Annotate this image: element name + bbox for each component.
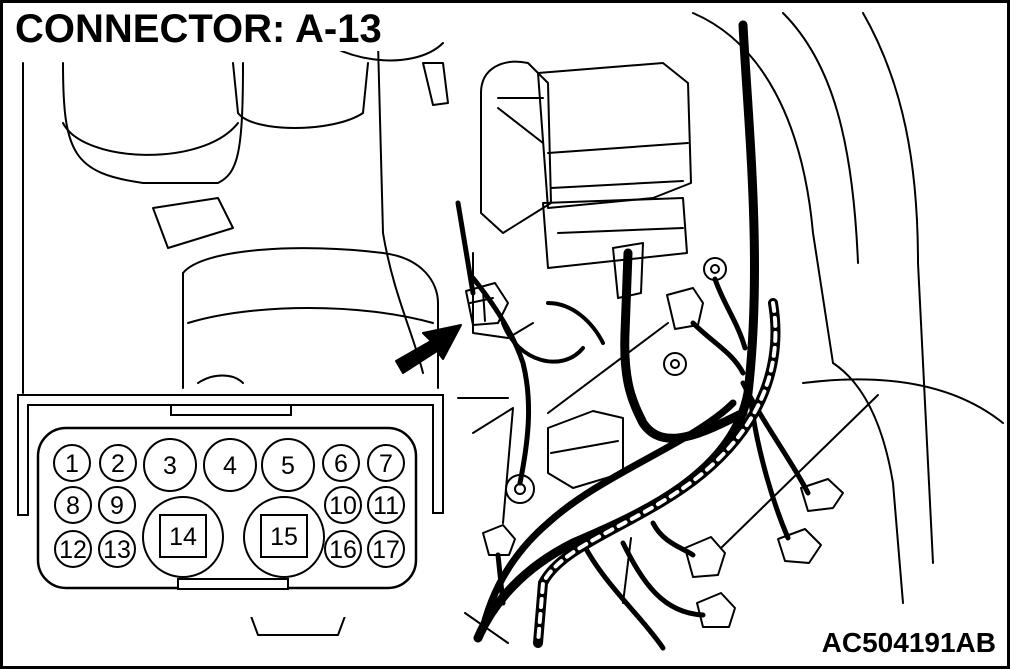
pin-label: 13 bbox=[103, 536, 131, 564]
arrow-icon bbox=[395, 324, 462, 374]
pin-label: 3 bbox=[163, 452, 177, 480]
pin-label: 9 bbox=[110, 492, 124, 520]
pin-label: 16 bbox=[329, 536, 357, 564]
pin-label: 12 bbox=[59, 536, 87, 564]
pin-label: 17 bbox=[372, 536, 400, 564]
pin-label: 7 bbox=[379, 450, 393, 478]
pin-label: 5 bbox=[281, 452, 295, 480]
pin-label: 1 bbox=[65, 450, 79, 478]
pin-label: 11 bbox=[373, 492, 399, 520]
engine-bay-illustration: 1 2 3 4 5 6 7 8 9 10 11 12 13 14 15 16 1… bbox=[17, 12, 1004, 651]
connector-face: 1 2 3 4 5 6 7 8 9 10 11 12 13 14 15 16 1… bbox=[17, 394, 444, 617]
pin-label: 6 bbox=[334, 450, 348, 478]
figure-code: AC504191AB bbox=[818, 628, 999, 658]
pin-label: 2 bbox=[111, 450, 125, 478]
pin-label: 4 bbox=[223, 452, 237, 480]
pin-label: 15 bbox=[270, 523, 298, 551]
pin-label: 8 bbox=[66, 492, 80, 520]
pin-label: 14 bbox=[169, 523, 197, 551]
page-title: CONNECTOR: A-13 bbox=[11, 7, 386, 51]
pin-label: 10 bbox=[329, 492, 357, 520]
